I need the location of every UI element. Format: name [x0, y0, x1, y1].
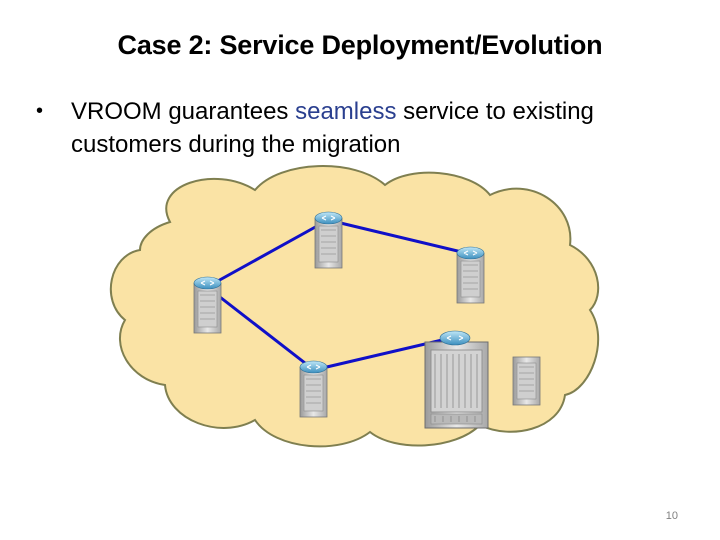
slide-title: Case 2: Service Deployment/Evolution	[117, 30, 603, 60]
page-number: 10	[665, 510, 678, 522]
link	[206, 285, 315, 372]
bullet-highlight: seamless	[295, 98, 397, 125]
router-icon	[314, 211, 343, 269]
bullet-text-before: VROOM guarantees	[71, 98, 296, 125]
link	[327, 218, 471, 256]
router-icon	[299, 360, 328, 418]
router-icon	[512, 356, 541, 406]
router-icon	[456, 246, 485, 304]
bullet-dot: •	[36, 100, 44, 122]
big-router-icon	[424, 330, 489, 429]
router-icon	[193, 276, 222, 334]
bullet-text: VROOM guarantees seamless service to exi…	[71, 95, 676, 161]
link	[206, 218, 329, 289]
bullet-item: • VROOM guarantees seamless service to e…	[36, 95, 676, 161]
bullet-text-after: service to existing customers during the…	[71, 98, 594, 158]
